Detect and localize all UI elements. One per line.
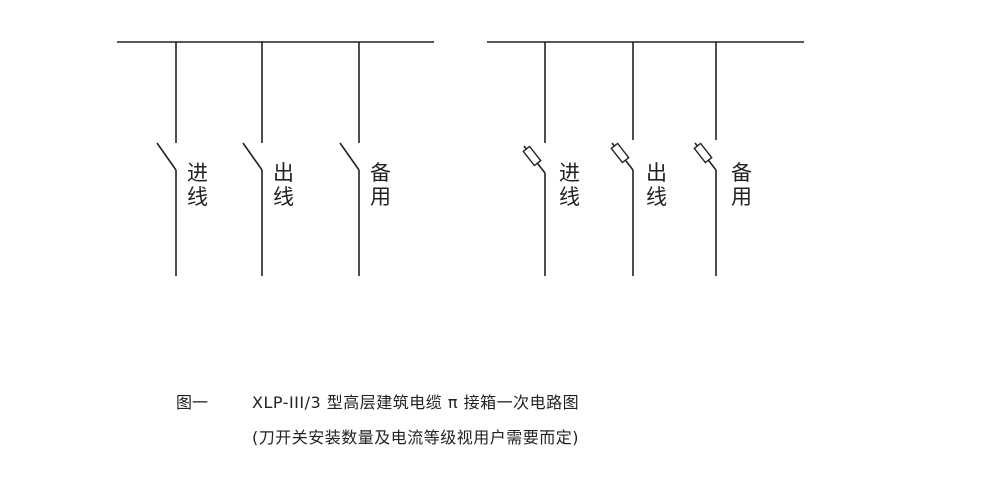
right-branch-outgoing-fuse-icon (610, 142, 630, 164)
right-branch-spare: 备 用 (693, 42, 752, 276)
right-branch-incoming-label-1: 进 (559, 161, 580, 185)
left-branch-outgoing-label-1: 出 (273, 161, 294, 185)
right-branch-outgoing: 出 线 (610, 42, 667, 276)
left-branch-outgoing-knife-switch (242, 142, 263, 171)
left-branch-spare: 备 用 (339, 42, 391, 276)
right-branch-outgoing-label-1: 出 (646, 161, 667, 185)
right-branch-spare-fuse-icon (693, 142, 713, 164)
right-branch-spare-label-2: 用 (731, 185, 752, 209)
left-branch-spare-label-2: 用 (370, 185, 391, 209)
right-branch-outgoing-label-2: 线 (646, 185, 667, 209)
left-branch-incoming: 进 线 (156, 42, 208, 276)
left-branch-outgoing: 出 线 (242, 42, 294, 276)
left-branch-spare-label-1: 备 (370, 161, 391, 185)
right-branch-incoming-label-2: 线 (559, 185, 580, 209)
knife-switch-circuit: 进 线 出 线 备 用 (117, 41, 434, 276)
figure-number: 图一 (176, 393, 209, 412)
right-branch-spare-label-1: 备 (731, 161, 752, 185)
figure-note: (刀开关安装数量及电流等级视用户需要而定) (252, 428, 579, 447)
left-branch-incoming-label-2: 线 (187, 185, 208, 209)
fused-switch-circuit: 进 线 出 线 备 用 (487, 41, 804, 276)
figure-title: XLP-III/3 型高层建筑电缆 π 接箱一次电路图 (252, 393, 580, 412)
left-branch-outgoing-label-2: 线 (273, 185, 294, 209)
right-branch-incoming: 进 线 (522, 42, 580, 276)
left-branch-incoming-knife-switch (156, 142, 177, 171)
left-branch-incoming-label-1: 进 (187, 161, 208, 185)
right-branch-incoming-fuse-icon (522, 145, 542, 167)
left-branch-spare-knife-switch (339, 142, 360, 171)
